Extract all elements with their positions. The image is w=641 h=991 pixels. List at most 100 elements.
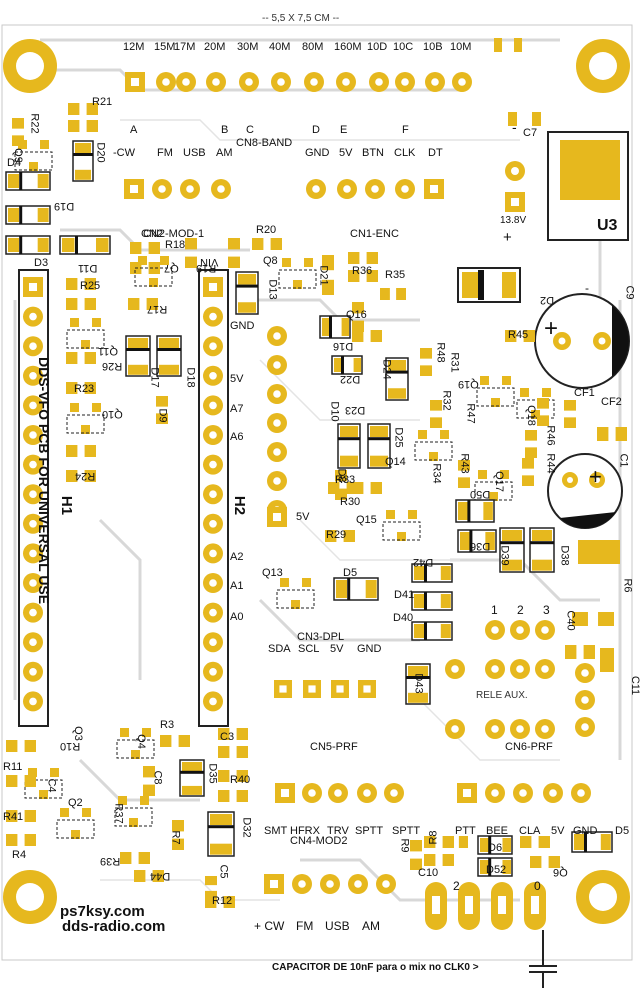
smd-pad xyxy=(8,238,19,252)
smd-pad xyxy=(408,692,428,703)
smd-pad xyxy=(537,398,549,409)
ref-d25: D25 xyxy=(392,427,405,448)
smd-pad xyxy=(597,427,609,441)
ref-d40: D40 xyxy=(393,612,414,624)
smd-pad xyxy=(325,530,337,542)
smd-pad xyxy=(418,430,427,439)
smd-pad xyxy=(159,364,179,375)
ref-d44: D44 xyxy=(150,870,171,882)
smd-pad xyxy=(322,279,334,295)
h2-pin-2: 5V xyxy=(230,373,244,385)
smd-pad xyxy=(304,258,313,267)
smd-pad xyxy=(370,482,382,494)
ref-c7: C7 xyxy=(523,127,538,139)
smd-pad xyxy=(156,396,168,407)
smd-pad xyxy=(178,735,190,747)
d2-diode xyxy=(457,267,521,303)
smd-pad xyxy=(120,852,132,864)
cn4-pin-4: SPTT xyxy=(392,825,421,837)
smd-pad xyxy=(146,298,158,310)
smd-pad xyxy=(37,174,49,188)
ref-r6: R6 xyxy=(621,578,634,593)
smd-pad xyxy=(138,852,150,864)
smd-pad xyxy=(352,302,364,314)
smd-pad xyxy=(84,352,96,364)
smd-pad xyxy=(84,298,96,310)
smd-pad xyxy=(335,470,347,482)
smd-pad xyxy=(430,400,442,411)
smd-pad xyxy=(440,566,451,580)
smd-pad xyxy=(340,426,358,437)
smd-pad xyxy=(565,645,577,659)
c1-capacitor xyxy=(547,453,623,529)
smd-pad xyxy=(348,252,360,264)
smd-pad xyxy=(302,578,311,587)
smd-pad xyxy=(548,856,560,868)
smd-pad xyxy=(420,348,432,359)
ref-r32: R32 xyxy=(440,390,453,411)
smd-pad xyxy=(520,388,529,397)
h2-pin-1: GND xyxy=(230,320,255,332)
smd-pad xyxy=(68,120,80,132)
ref-r4: R4 xyxy=(12,849,27,861)
smd-pad xyxy=(128,364,148,375)
h2-pin-5: 5V xyxy=(296,511,310,523)
smd-pad xyxy=(223,896,235,908)
ref-r24: R24 xyxy=(75,470,96,482)
ref-r7: R7 xyxy=(169,830,182,845)
smd-pad xyxy=(205,890,217,900)
smd-pad xyxy=(480,860,489,874)
ref-c40: C40 xyxy=(564,610,577,631)
capacitor-symbol xyxy=(529,930,557,988)
ref-r43: R43 xyxy=(458,453,471,474)
smd-pad xyxy=(458,460,470,471)
ref-c11: C11 xyxy=(629,675,641,696)
band-label-17M: 17M xyxy=(174,41,196,53)
ref-c1: C1 xyxy=(617,453,630,468)
smd-pad xyxy=(62,238,75,252)
ref-d4: D4 xyxy=(7,157,22,169)
smd-pad xyxy=(396,288,406,300)
smd-pad xyxy=(92,403,101,412)
smd-pad xyxy=(148,242,160,254)
smd-pad xyxy=(185,256,197,268)
smd-pad xyxy=(8,174,19,188)
smd-pad xyxy=(485,532,495,550)
ref-q10: Q10 xyxy=(102,408,123,420)
ref-r26: R26 xyxy=(102,360,123,372)
smd-pad xyxy=(429,452,438,461)
mode-letter-A: A xyxy=(130,124,138,136)
cn4-label: CN4-MOD2 xyxy=(290,835,348,847)
smd-pad xyxy=(440,594,451,608)
smd-pad xyxy=(86,103,98,115)
smd-pad xyxy=(37,208,49,222)
website-1: ps7ksy.com xyxy=(60,903,145,920)
ref-r11: R11 xyxy=(3,761,23,773)
smd-pad xyxy=(159,338,179,348)
h2-label: H2 xyxy=(231,495,249,516)
smd-pad xyxy=(238,302,256,313)
smd-pad xyxy=(386,510,395,519)
smd-pad xyxy=(70,403,79,412)
smd-pad xyxy=(322,255,334,271)
smd-pad xyxy=(156,413,168,424)
smd-pad xyxy=(522,458,534,469)
smd-pad xyxy=(160,735,172,747)
ref-cf1: CF1 xyxy=(574,387,595,399)
mode-pads xyxy=(124,179,444,199)
smd-pad xyxy=(270,238,282,250)
smd-pad xyxy=(24,775,36,787)
smd-pad xyxy=(366,270,378,282)
smd-pad xyxy=(440,624,451,638)
smd-pad xyxy=(502,838,511,852)
smd-pad xyxy=(615,427,627,441)
ref-r25: R25 xyxy=(80,280,101,292)
smd-pad xyxy=(531,410,540,419)
smd-pad xyxy=(352,330,364,342)
smd-pad xyxy=(564,400,576,411)
smd-pad xyxy=(280,578,289,587)
smd-pad xyxy=(380,288,390,300)
ref-d18: D18 xyxy=(184,367,197,388)
bottom-mode-2: USB xyxy=(325,919,350,933)
smd-pad xyxy=(96,238,109,252)
